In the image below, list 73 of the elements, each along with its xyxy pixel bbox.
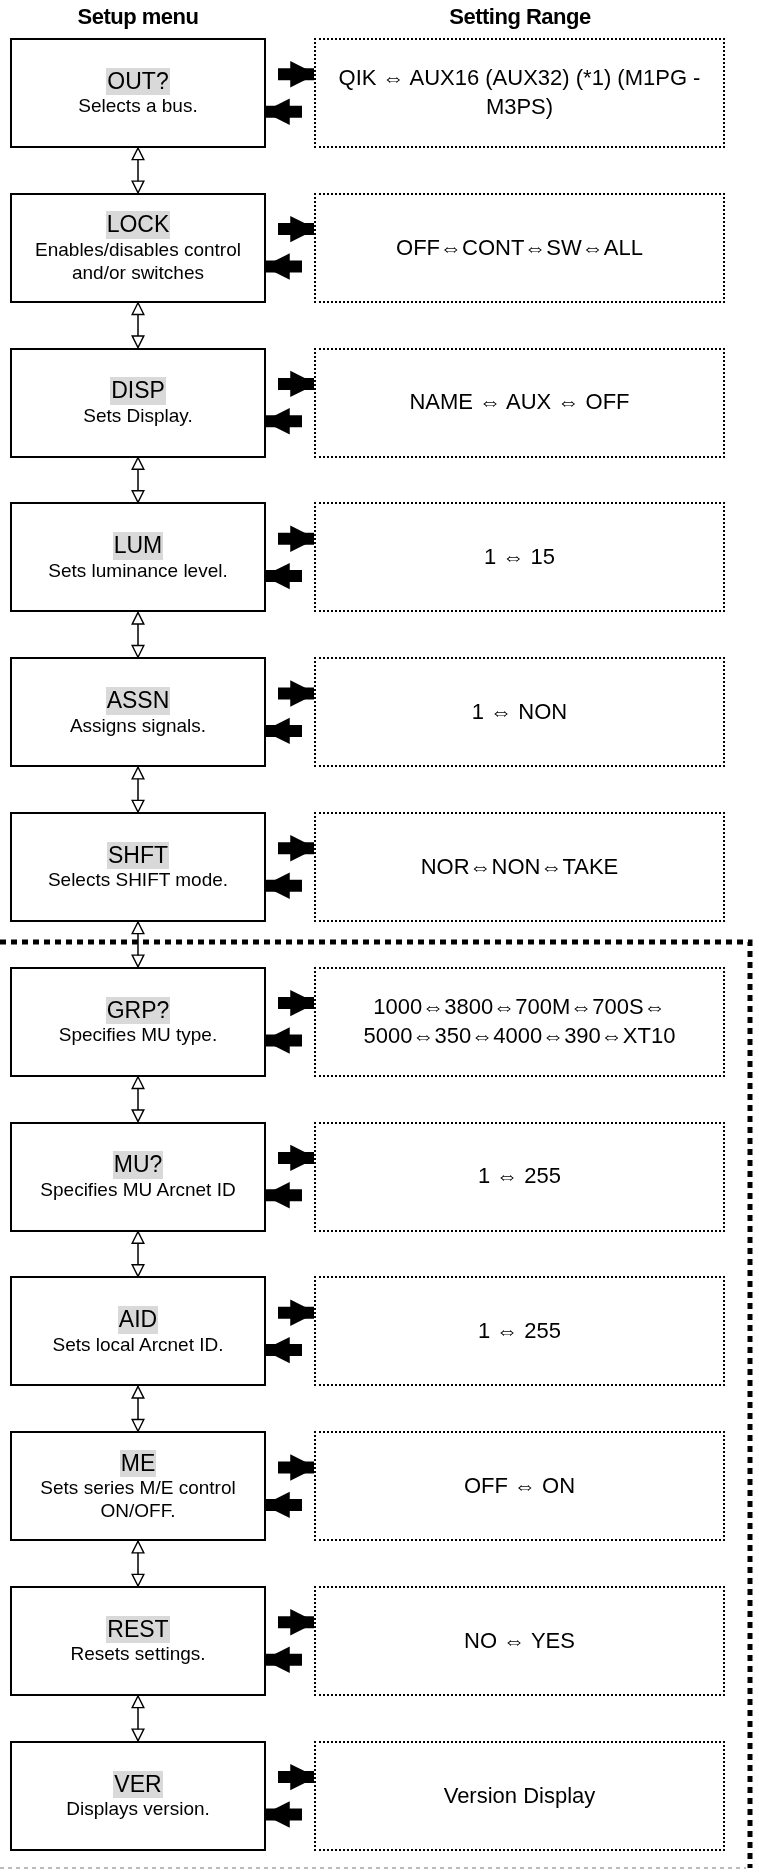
menu-box — [10, 1276, 266, 1387]
menu-box — [10, 966, 266, 1077]
menu-box — [10, 812, 266, 922]
double-arrow — [131, 611, 145, 658]
menu-item-name: DISP — [110, 377, 166, 405]
setting-range-text: QIK ⇔ AUX16 (AUX32) (*1) (M1PG - M3PS) — [337, 64, 702, 121]
menu-description: Assigns signals. — [69, 714, 207, 738]
menu-description: Sets series M/E control ON/OFF. — [39, 1477, 237, 1523]
menu-item-name: ASSN — [105, 687, 171, 715]
setting-range-text: NO ⇔ YES — [464, 1626, 575, 1655]
menu-box — [10, 192, 266, 303]
double-arrow — [131, 456, 145, 504]
setting-range-box — [314, 1276, 725, 1387]
setting-range-text: NOR⇔NON⇔TAKE — [420, 852, 619, 881]
menu-box — [10, 657, 266, 768]
menu-description: Specifies MU Arcnet ID — [40, 1179, 236, 1202]
setting-range-box — [314, 347, 725, 458]
setting-range-text: Version Display — [443, 1781, 596, 1810]
setting-range-box — [314, 1740, 725, 1851]
menu-description: Resets settings. — [70, 1643, 206, 1667]
menu-description: Sets local Arcnet ID. — [52, 1333, 224, 1357]
double-arrow — [131, 1540, 145, 1587]
setting-range-text: 1000⇔3800⇔700M⇔700S⇔ 5000⇔350⇔4000⇔390⇔XT10 — [362, 993, 677, 1050]
setting-range-text: OFF ⇔ ON — [463, 1471, 576, 1500]
menu-description: Displays version. — [66, 1798, 210, 1821]
double-arrow — [131, 1076, 145, 1123]
double-arrow — [131, 1230, 145, 1278]
menu-description: Sets Display. — [83, 405, 193, 428]
menu-description: Specifies MU type. — [58, 1024, 218, 1047]
menu-box — [10, 38, 266, 148]
double-arrow — [131, 147, 145, 194]
menu-box — [10, 502, 266, 613]
menu-item-name: ME — [119, 1449, 157, 1478]
double-arrow — [131, 766, 145, 813]
setting-range-box — [314, 1431, 725, 1542]
column-heading: Setting Range — [448, 4, 592, 30]
setting-range-text: 1 ⇔ 15 — [484, 543, 555, 572]
setting-range-box — [314, 502, 725, 613]
column-heading: Setup menu — [76, 4, 200, 30]
double-arrow — [131, 1385, 145, 1432]
menu-description: Sets luminance level. — [48, 559, 228, 583]
setting-range-text: 1 ⇔ NON — [471, 697, 568, 726]
menu-item-name: SHFT — [106, 841, 170, 870]
double-arrow — [131, 1695, 145, 1742]
setting-range-text: 1 ⇔ 255 — [477, 1162, 562, 1191]
double-arrow — [131, 302, 145, 349]
setting-range-box — [314, 38, 725, 148]
menu-item-name: OUT? — [106, 67, 170, 96]
double-arrow — [131, 921, 145, 968]
menu-item-name: REST — [106, 1615, 170, 1644]
menu-description: Selects a bus. — [78, 95, 198, 119]
setting-range-box — [314, 966, 725, 1077]
setting-range-box — [314, 1121, 725, 1232]
menu-item-name: AID — [117, 1306, 159, 1334]
menu-item-name: GRP? — [105, 996, 171, 1025]
menu-item-name: VER — [113, 1770, 163, 1799]
menu-description: Selects SHIFT mode. — [47, 869, 229, 893]
menu-item-name: LOCK — [105, 211, 171, 239]
menu-box — [10, 1586, 266, 1696]
setting-range-box — [314, 1586, 725, 1696]
setting-range-text: OFF⇔CONT⇔SW⇔ALL — [396, 233, 643, 262]
setting-range-box — [314, 192, 725, 303]
menu-box — [10, 347, 266, 458]
setting-range-box — [314, 812, 725, 922]
setting-range-box — [314, 657, 725, 768]
menu-item-name: MU? — [112, 1151, 164, 1179]
menu-box — [10, 1121, 266, 1232]
menu-box — [10, 1431, 266, 1542]
menu-description: Enables/disables control and/or switches — [34, 238, 242, 285]
setting-range-text: 1 ⇔ 255 — [477, 1317, 562, 1346]
menu-box — [10, 1740, 266, 1851]
menu-item-name: LUM — [112, 532, 164, 560]
setting-range-text: NAME ⇔ AUX ⇔ OFF — [409, 388, 630, 417]
